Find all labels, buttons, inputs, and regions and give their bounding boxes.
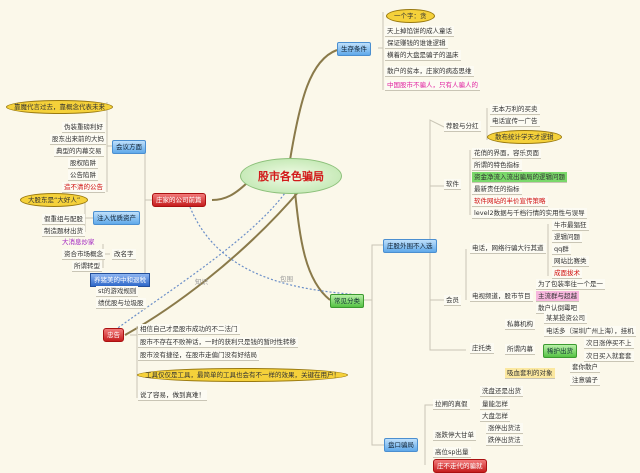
topic-member[interactable]: 会员 <box>444 295 461 306</box>
recommend-ellipse[interactable]: 散布统计学天才逻辑 <box>487 130 562 144</box>
topic-pankou[interactable]: 盘口骗局 <box>384 438 418 452</box>
topic-software[interactable]: 软件 <box>444 179 461 190</box>
tv-item[interactable]: 主流群与超越 <box>536 291 579 302</box>
meeting-item[interactable]: 股东出来前的大妈 <box>50 134 106 145</box>
topic-rename[interactable]: 改名字 <box>112 249 136 260</box>
meeting-ellipse[interactable]: 靠魔代言过去，靠概念代表未来 <box>6 100 113 114</box>
survival-item[interactable]: 散户的贫本，庄家的病态思维 <box>385 66 474 77</box>
tuo-target[interactable]: 吸血套利的对象 <box>505 368 555 379</box>
inside-item[interactable]: 次日涨停买不上 <box>584 338 634 349</box>
software-item[interactable]: 软件网站的半价宣传策略 <box>472 196 548 207</box>
survival-item[interactable]: 一个字：贪 <box>386 9 435 23</box>
inject-item[interactable]: 制造题材出货 <box>42 226 85 237</box>
pankou-limit[interactable]: 涨跌停大甘单 <box>433 430 476 441</box>
member-tv[interactable]: 电视频道，股市节目 <box>470 291 533 302</box>
tax-item[interactable]: st的游戏规则 <box>96 286 139 297</box>
topic-advice[interactable]: 忠告 <box>103 328 124 342</box>
topic-outer[interactable]: 庄股外围不入选 <box>383 239 437 253</box>
tax-item[interactable]: 绩优股与垃圾股 <box>96 298 146 309</box>
tuo-inside[interactable]: 所谓内幕 <box>505 344 535 355</box>
meeting-item[interactable]: 公告陷阱 <box>68 170 98 181</box>
survival-item[interactable]: 保证赚钱的谁谁逻辑 <box>385 38 448 49</box>
meeting-item[interactable]: 伪装重磅利好 <box>62 122 105 133</box>
advice-item[interactable]: 说了容易，做到真难！ <box>138 390 207 401</box>
pull-item[interactable]: 大盘怎样 <box>480 411 510 422</box>
survival-item[interactable]: 横着的大盘是骗子的温床 <box>385 50 461 61</box>
link-label: 包围 <box>280 275 293 283</box>
target-item[interactable]: 套你散户 <box>570 362 600 373</box>
topic-common[interactable]: 常见分类 <box>330 294 364 308</box>
advice-item[interactable]: 相信自己才是股市成功的不二法门 <box>138 324 240 335</box>
phone-item[interactable]: qq群 <box>552 244 571 255</box>
limit-item[interactable]: 涨停出货法 <box>486 423 523 434</box>
inject-ellipse[interactable]: 大股东是“大好人” <box>20 193 89 207</box>
inside-item[interactable]: 次日买入就套套 <box>584 351 634 362</box>
target-item[interactable]: 注意骗子 <box>570 375 600 386</box>
rename-item[interactable]: 所谓转型 <box>72 261 102 272</box>
limit-item[interactable]: 跌停出货法 <box>486 435 523 446</box>
software-item[interactable]: 最新责任的指标 <box>472 184 522 195</box>
software-item[interactable]: 资金净流入流出骗局的逻辑问题 <box>472 172 567 183</box>
phone-item[interactable]: 成面拔术 <box>552 268 582 279</box>
topic-tuo[interactable]: 庄托类 <box>470 343 494 354</box>
rename-head[interactable]: 大消息炒家 <box>62 238 95 246</box>
recommend-item[interactable]: 电话宣传一广告 <box>490 116 540 127</box>
topic-company[interactable]: 庄家的公司前篇 <box>152 193 206 207</box>
meeting-item[interactable]: 股权陷阱 <box>68 158 98 169</box>
private-item[interactable]: 电话多（深圳广州上海），挂机 <box>544 326 636 337</box>
pull-item[interactable]: 量能怎样 <box>480 399 510 410</box>
tuo-private[interactable]: 私募机构 <box>505 319 535 330</box>
survival-item[interactable]: 中国股市不骗人，只有人骗人的 <box>385 80 480 91</box>
advice-item[interactable]: 股市不存在不败神话，一时的获利只是钱的暂时性转移 <box>138 337 298 348</box>
central-topic[interactable]: 股市各色骗局 <box>240 158 342 194</box>
advice-ellipse[interactable]: 工具仅仅是工具，最简单的工具也会有不一样的效果，关键在用户！ <box>137 368 348 382</box>
pankou-item[interactable]: 庄不走代的骗就 <box>433 459 487 473</box>
tv-item[interactable]: 为了包装率往一个是一 <box>536 279 605 290</box>
topic-recommend[interactable]: 荐股与分红 <box>444 121 481 132</box>
topic-tax[interactable]: 养猪美的中和退税 <box>90 273 150 287</box>
private-item[interactable]: 某某投资公司 <box>544 313 587 324</box>
inside-sub[interactable]: 稀护出货 <box>543 344 577 358</box>
topic-meeting[interactable]: 会议方面 <box>112 140 146 154</box>
pankou-pull[interactable]: 拉闸的真假 <box>433 399 470 410</box>
topic-survival[interactable]: 生存条件 <box>337 42 371 56</box>
recommend-item[interactable]: 无本万利的买卖 <box>490 104 540 115</box>
link-label: 知识 <box>195 278 208 286</box>
pull-item[interactable]: 洗盘还是出货 <box>480 386 523 397</box>
member-phone[interactable]: 电话，网络行骗大行其道 <box>470 243 546 254</box>
rename-item[interactable]: 资合市场概念 <box>62 249 105 260</box>
phone-item[interactable]: 牛市最猖狂 <box>552 220 589 231</box>
topic-inject[interactable]: 注入优质资产 <box>93 211 140 225</box>
software-item[interactable]: 所谓的特色指标 <box>472 160 522 171</box>
advice-item[interactable]: 股市没有捷径，在股市走偏门没有好结局 <box>138 350 259 361</box>
pankou-item[interactable]: 高位sp出量 <box>433 447 471 458</box>
inject-item[interactable]: 假重组与配股 <box>42 214 85 225</box>
meeting-item[interactable]: 典型的内幕交易 <box>54 146 104 157</box>
meeting-item[interactable]: 造不清的公告 <box>62 182 105 193</box>
software-item[interactable]: 花俏的界面，容乐页面 <box>472 148 541 159</box>
phone-item[interactable]: 网站比赛类 <box>552 256 589 267</box>
software-item[interactable]: level2数据与千档行情的实用性与误导 <box>472 208 587 219</box>
survival-item[interactable]: 天上掉馅饼的成人童话 <box>385 26 454 37</box>
phone-item[interactable]: 逻辑问题 <box>552 232 582 243</box>
